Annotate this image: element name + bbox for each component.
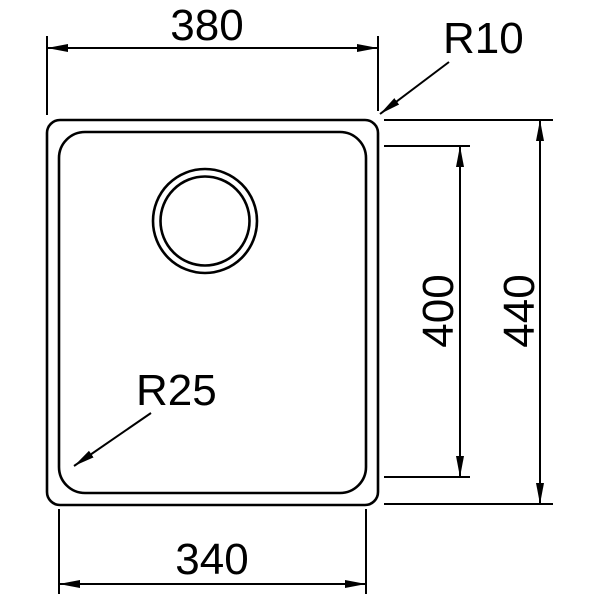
inner-height-label: 400 [414,274,463,347]
dimension-outer-height: 440 [384,119,553,505]
outer-width-label: 380 [170,1,243,50]
dimension-inner-width: 340 [58,509,367,594]
dimension-outer-corner-radius: R10 [379,14,524,115]
drain-hole-outer-circle [151,167,259,275]
dimension-outer-width: 380 [46,1,379,115]
leader-line [73,412,152,467]
outer-corner-radius-label: R10 [443,14,524,63]
drain-hole-inner-circle [159,175,251,267]
dimension-inner-height: 400 [384,145,470,478]
sink-outer-edge [45,118,380,507]
dimension-inner-corner-radius: R25 [73,366,217,467]
sink-outline [45,118,380,507]
inner-corner-radius-label: R25 [136,366,217,415]
leader-line [379,61,450,115]
outer-height-label: 440 [495,274,544,347]
sink-bowl-edge [57,130,368,495]
inner-width-label: 340 [175,535,248,584]
